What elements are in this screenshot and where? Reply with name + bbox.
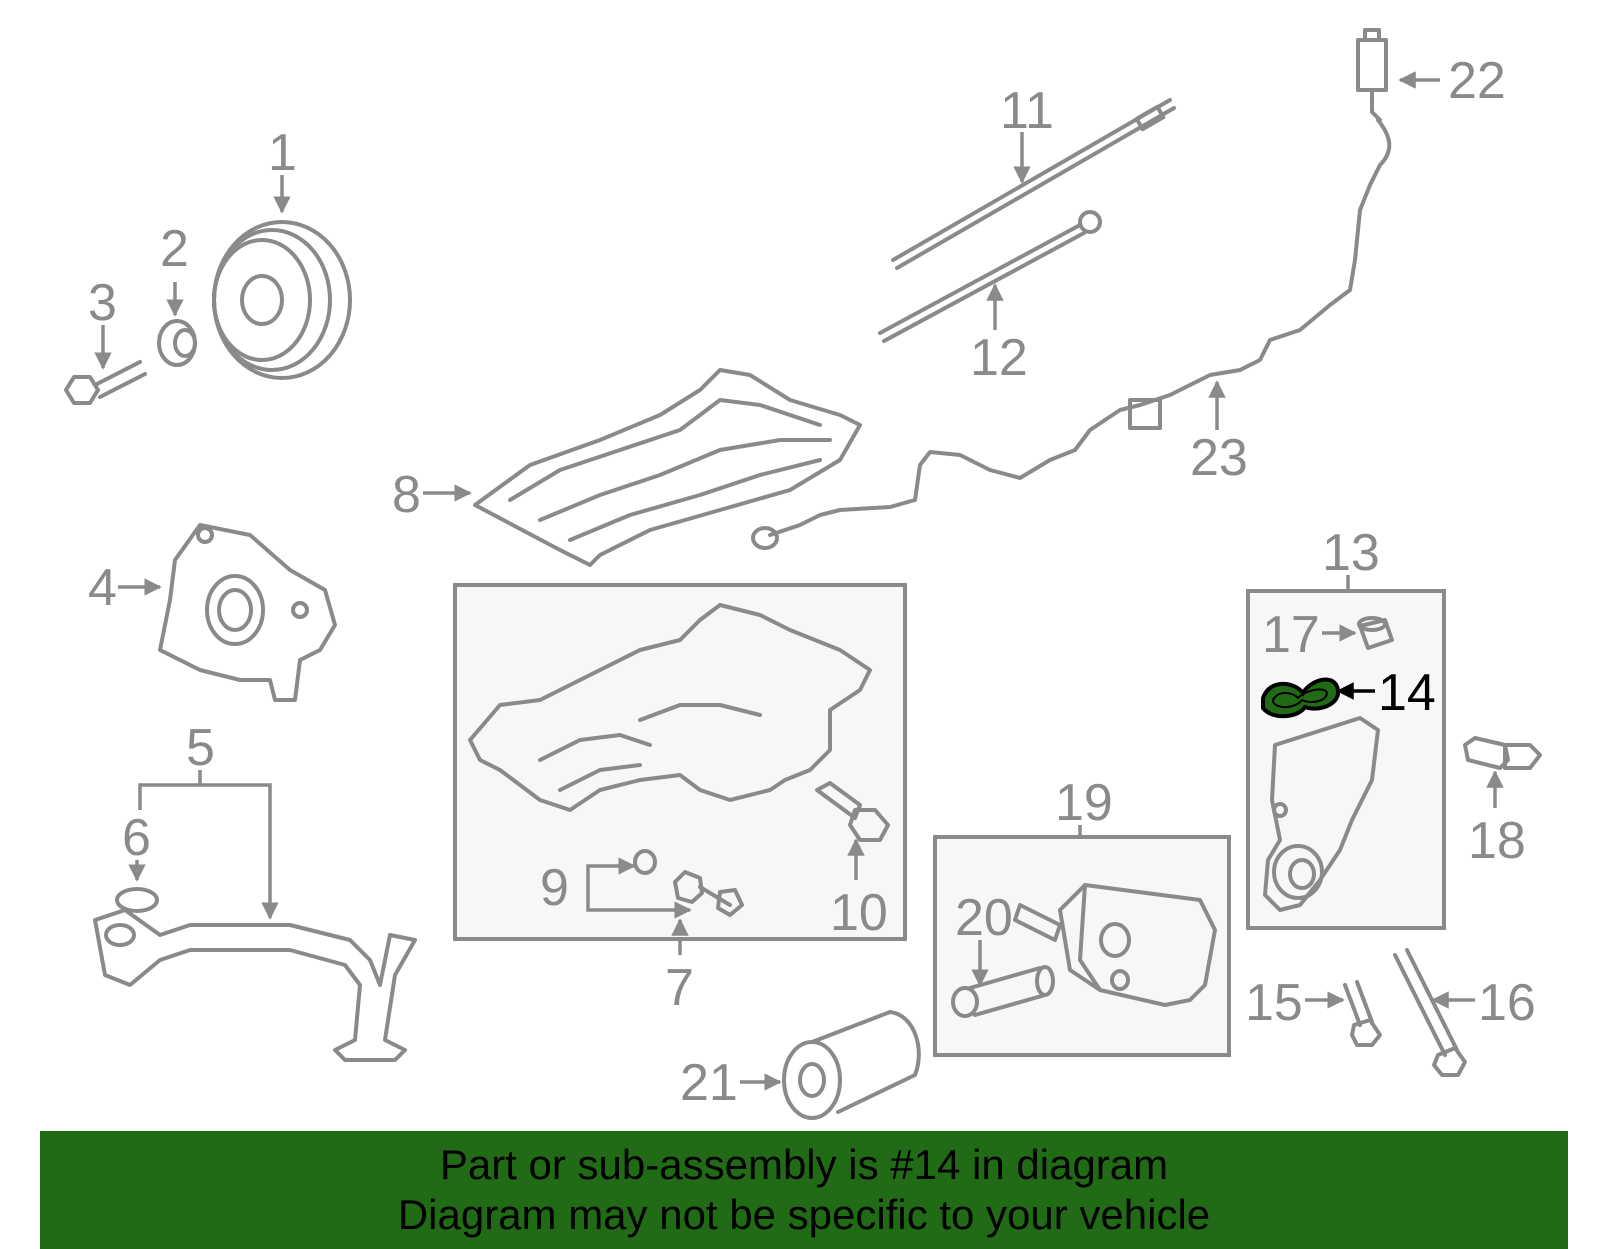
part-15-bolt[interactable] (1343, 980, 1382, 1047)
filter-housing-assembly-box (1246, 589, 1446, 930)
part-1-crankshaft-pulley[interactable] (212, 220, 352, 380)
label-19: 19 (1055, 774, 1113, 832)
label-17: 17 (1262, 606, 1320, 664)
part-13-oil-filter-housing[interactable] (1263, 716, 1380, 912)
label-5: 5 (186, 719, 215, 777)
label-12: 12 (970, 329, 1028, 387)
part-21-oil-filter[interactable] (782, 1010, 921, 1120)
part-5-oil-pickup-tube[interactable] (93, 908, 417, 1062)
part-23-oil-line[interactable] (751, 118, 1392, 550)
part-10-oil-level-sensor[interactable] (815, 781, 890, 842)
part-8-oil-pan-upper[interactable] (473, 368, 862, 567)
label-6: 6 (122, 809, 151, 867)
part-4-oil-pump[interactable] (158, 523, 337, 702)
label-14: 14 (1378, 664, 1436, 722)
label-20: 20 (955, 889, 1013, 947)
part-16-long-bolt[interactable] (1393, 948, 1467, 1077)
part-7-oil-pan[interactable] (468, 603, 872, 812)
info-banner: Part or sub-assembly is #14 in diagram D… (40, 1131, 1568, 1249)
label-3: 3 (88, 274, 117, 332)
label-18: 18 (1468, 812, 1526, 870)
part-19-oil-cooler[interactable] (1013, 883, 1217, 1007)
label-1: 1 (268, 124, 297, 182)
label-22: 22 (1448, 52, 1506, 110)
part-11-dipstick[interactable] (891, 98, 1176, 270)
banner-line-1: Part or sub-assembly is #14 in diagram (439, 1141, 1169, 1188)
label-8: 8 (392, 466, 421, 524)
label-23: 23 (1190, 429, 1248, 487)
banner-line-2: Diagram may not be specific to your vehi… (397, 1191, 1211, 1238)
part-17-cap[interactable] (1357, 616, 1394, 650)
label-21: 21 (680, 1054, 738, 1112)
label-7: 7 (665, 959, 694, 1017)
part-6-o-ring[interactable] (115, 887, 159, 913)
part-18-oil-pressure-sensor[interactable] (1463, 736, 1542, 770)
part-3-bolt[interactable] (64, 360, 147, 405)
label-13: 13 (1322, 524, 1380, 582)
label-4: 4 (88, 559, 117, 617)
part-22-sensor[interactable] (1356, 28, 1388, 122)
part-12-dipstick[interactable] (878, 210, 1102, 343)
label-2: 2 (160, 220, 189, 278)
label-10: 10 (830, 884, 888, 942)
label-9: 9 (540, 859, 569, 917)
part-2-washer[interactable] (157, 319, 197, 367)
label-16: 16 (1478, 974, 1536, 1032)
label-11: 11 (1000, 82, 1054, 140)
label-15: 15 (1245, 974, 1303, 1032)
